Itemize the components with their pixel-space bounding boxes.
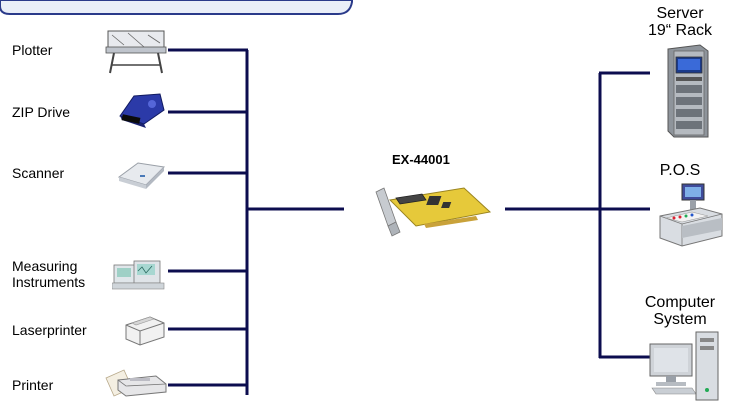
label-computer-system: Computer System [644,294,716,328]
label-laserprinter: Laserprinter [12,322,87,338]
printer-icon [105,369,167,397]
label-zip-drive: ZIP Drive [12,104,71,120]
label-pos: P.O.S [659,162,701,179]
scanner-icon [117,162,166,189]
plotter-icon [105,30,167,74]
measuring-instruments-icon [112,260,165,290]
label-plotter: Plotter [12,42,53,58]
laserprinter-icon [125,316,165,346]
label-scanner: Scanner [12,165,65,181]
label-server-rack: Server 19“ Rack [647,5,713,39]
card-label: EX-44001 [392,152,450,167]
server-rack-icon [667,44,709,138]
label-printer: Printer [12,377,54,393]
label-measuring-instruments: Measuring Instruments [12,258,86,290]
computer-system-icon [649,331,719,401]
zip-drive-icon [119,93,165,128]
pos-terminal-icon [659,183,723,247]
header-banner [0,0,353,15]
pcie-serial-card-icon [375,187,492,237]
